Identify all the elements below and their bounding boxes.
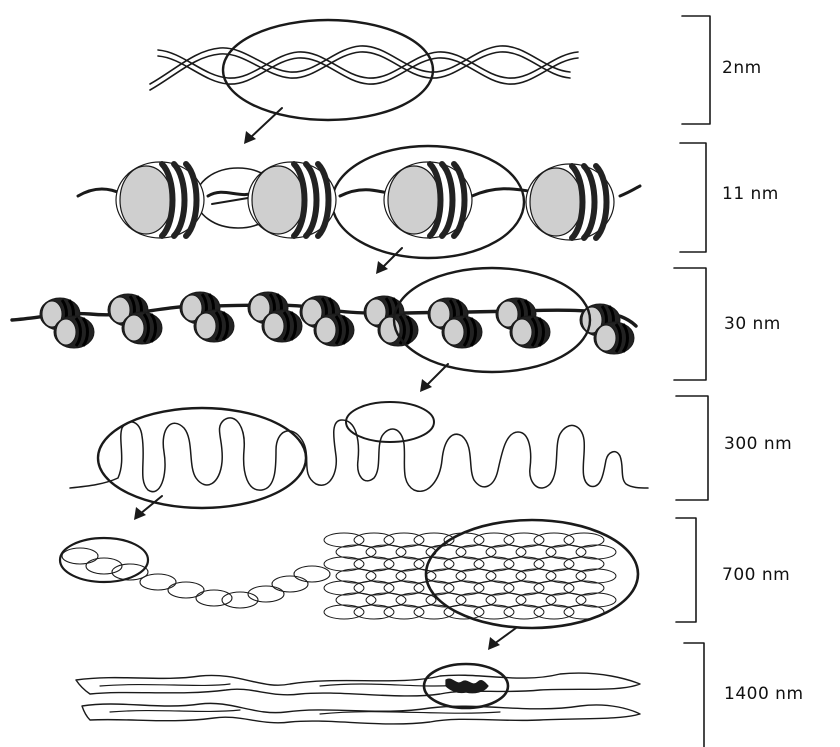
coil-loop [222, 592, 258, 608]
nucleosome [262, 310, 302, 342]
zoom-circle-fiber [394, 268, 590, 372]
scale-bracket [676, 518, 696, 622]
nucleosome [526, 164, 614, 240]
nucleosome [510, 316, 550, 348]
scale-label-300nm: 300 nm [724, 434, 792, 454]
coil-loop [140, 574, 176, 590]
zoom-circle-small [60, 538, 148, 582]
metaphase-chromosome [76, 673, 640, 724]
looped-domain [70, 418, 648, 492]
nucleosome [442, 316, 482, 348]
nucleosome [594, 322, 634, 354]
scale-bracket [682, 16, 710, 124]
zoom-circle-helix [223, 20, 433, 120]
scale-bracket [680, 143, 706, 252]
coil-loop [196, 590, 232, 606]
zoom-arrow [134, 496, 162, 520]
scale-label-30nm: 30 nm [724, 314, 781, 334]
scale-bracket [684, 643, 704, 747]
scale-label-1400nm: 1400 nm [724, 684, 804, 704]
nucleosome [378, 314, 418, 346]
zoom-arrow [244, 108, 282, 144]
scale-label-2nm: 2nm [722, 58, 762, 78]
coil-loop [62, 548, 98, 564]
nucleosome [54, 316, 94, 348]
nucleosome-row [116, 162, 614, 240]
nucleosome [314, 314, 354, 346]
coil-loop [248, 586, 284, 602]
coil-loop [474, 605, 514, 619]
condensed-coils [62, 533, 616, 619]
solenoid-fiber [40, 292, 634, 354]
coil-loop [168, 582, 204, 598]
scale-label-11nm: 11 nm [722, 184, 779, 204]
nucleosome [122, 312, 162, 344]
coil-loop [294, 566, 330, 582]
scale-bracket [674, 268, 706, 380]
coil-loop [324, 605, 364, 619]
zoom-circle-coils [426, 520, 638, 628]
nucleosome [194, 310, 234, 342]
dna-double-helix [150, 46, 578, 90]
zoom-arrow [376, 248, 402, 274]
zoom-circle-loops [98, 408, 306, 508]
coil-loop [384, 605, 424, 619]
scale-bracket [676, 396, 708, 500]
coil-loop [354, 605, 394, 619]
zoom-circle-small [346, 402, 434, 442]
coil-loop [504, 605, 544, 619]
nucleosome [116, 162, 204, 238]
nucleosome [248, 162, 336, 238]
nucleosome [384, 162, 472, 238]
coil-loop [86, 558, 122, 574]
zoom-arrow [420, 364, 448, 392]
coil-loop [272, 576, 308, 592]
coil-loop [534, 605, 574, 619]
scale-label-700nm: 700 nm [722, 565, 790, 585]
centromere-detail [446, 679, 488, 693]
zoom-arrow [488, 628, 516, 650]
